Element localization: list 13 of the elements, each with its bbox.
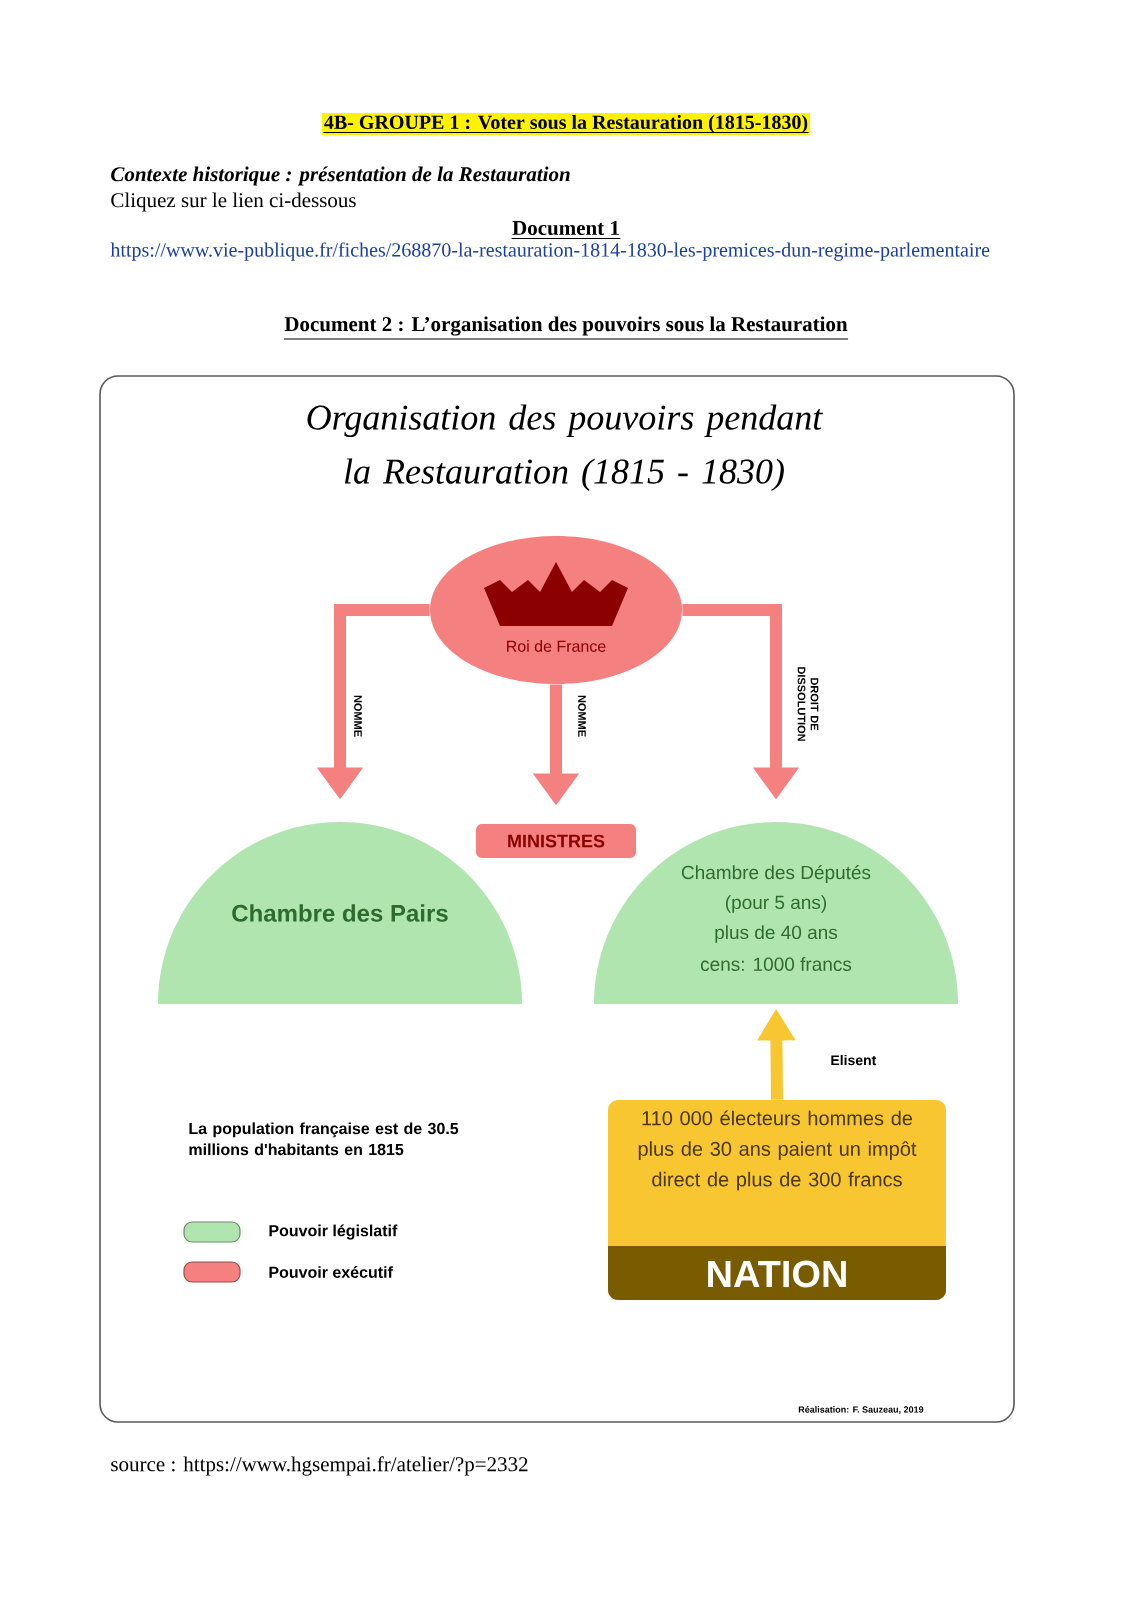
diagram-heading: Organisation des pouvoirs pendant la Restauration (1815 - 1830)	[307, 404, 824, 492]
document-heading: Document 2 : L’organisation des pouvoirs sous la Restauration	[284, 316, 848, 336]
document-heading: Document 1	[512, 220, 619, 236]
note-text: La population française est de 30.5 millions d'habitants en 1815	[189, 1122, 459, 1156]
page-heading: Contexte historique : présentation de la Restauration	[111, 166, 570, 186]
link: https://www.vie-publique.fr/fiches/268870-la-restauration-1814-1830-les-premices-dun-regime-parlementaire	[110, 242, 990, 261]
title-highlight: 4B- GROUPE 1 : Voter sous la Restauration (1815-1830)	[321, 112, 811, 136]
label-box: MINISTRES	[476, 824, 636, 858]
nation-box: 110 000 électeurs hommes de plus de 30 ans paient un impôt direct de plus de 300 francs NATION	[608, 1100, 946, 1300]
source-text: source : https://www.hgsempai.fr/atelier/?p=2332	[111, 1456, 528, 1476]
instruction-text: Cliquez sur le lien ci-dessous	[111, 192, 356, 212]
legend-text: Pouvoir législatif	[269, 1224, 398, 1240]
legend-text: Pouvoir exécutif	[269, 1266, 393, 1278]
